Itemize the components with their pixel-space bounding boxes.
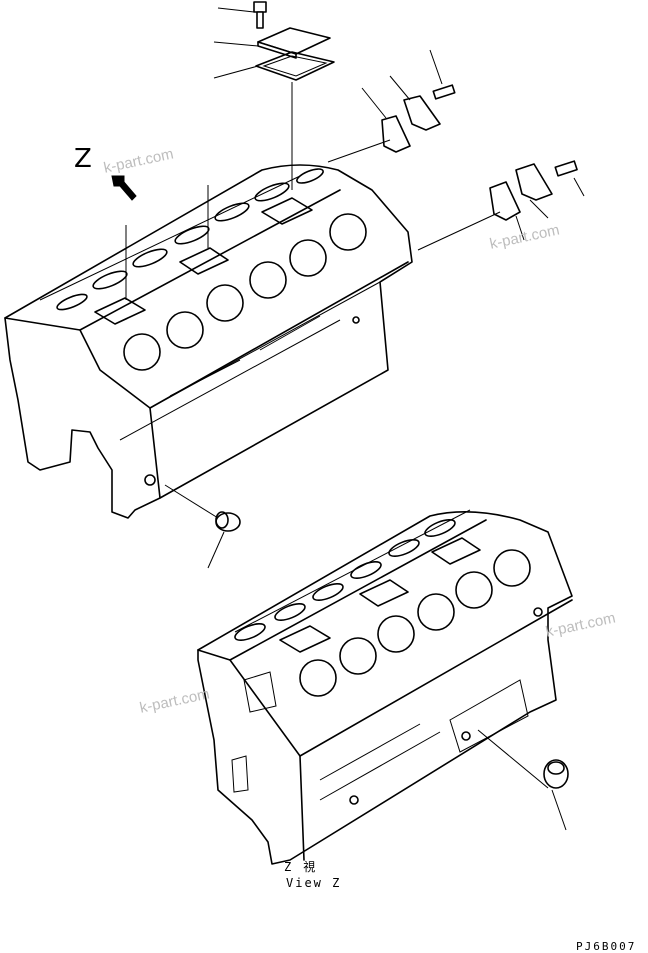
view-marker-label: Z — [74, 144, 92, 174]
side-gasket-lower — [489, 181, 521, 221]
side-bolt-upper — [432, 84, 456, 100]
engine-block-top-view — [4, 164, 413, 519]
side-cover-assembly-lower — [417, 160, 585, 251]
view-arrow — [111, 175, 137, 201]
plug-lower — [477, 729, 569, 831]
side-cover-upper — [403, 95, 441, 131]
side-cover-lower — [515, 163, 553, 201]
figure-code: PJ6B007 — [576, 940, 637, 953]
side-bolt-lower — [554, 160, 578, 177]
plug-upper — [164, 484, 241, 569]
engine-block-view-z — [197, 509, 573, 865]
side-gasket-upper — [381, 115, 411, 153]
side-cover-assembly-upper — [327, 49, 456, 163]
top-cover-assembly — [125, 1, 335, 300]
caption-japanese: Z 視 — [284, 860, 316, 874]
cover-bolt — [253, 1, 267, 29]
cover-gasket — [255, 51, 335, 81]
caption-english: View Z — [286, 876, 342, 890]
